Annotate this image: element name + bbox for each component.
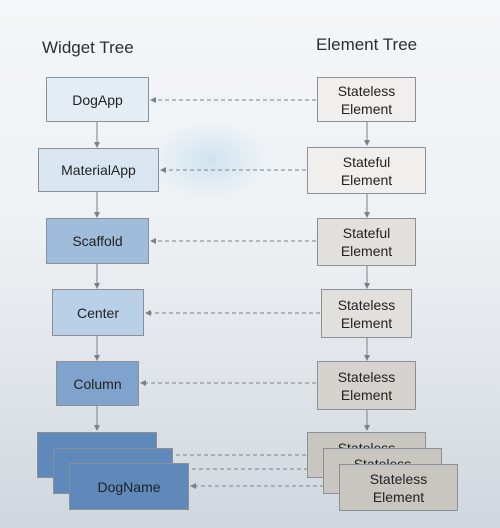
element-node-1: Stateless Element: [317, 77, 416, 122]
widget-node-column: Column: [56, 361, 139, 406]
widget-node-scaffold: Scaffold: [46, 218, 149, 264]
widget-tree-heading: Widget Tree: [42, 38, 134, 57]
background-glow: [150, 120, 270, 200]
element-tree-heading: Element Tree: [316, 35, 418, 54]
widget-node-dogname: DogName: [69, 463, 189, 510]
widget-node-dogapp: DogApp: [46, 77, 149, 122]
widget-node-center: Center: [52, 289, 144, 336]
element-node-2: Stateful Element: [307, 147, 426, 194]
element-node-3: Stateful Element: [317, 218, 416, 266]
element-node-stack-front: Stateless Element: [339, 464, 458, 511]
element-node-4: Stateless Element: [321, 289, 412, 338]
widget-node-materialapp: MaterialApp: [38, 148, 159, 192]
element-node-5: Stateless Element: [317, 361, 416, 410]
